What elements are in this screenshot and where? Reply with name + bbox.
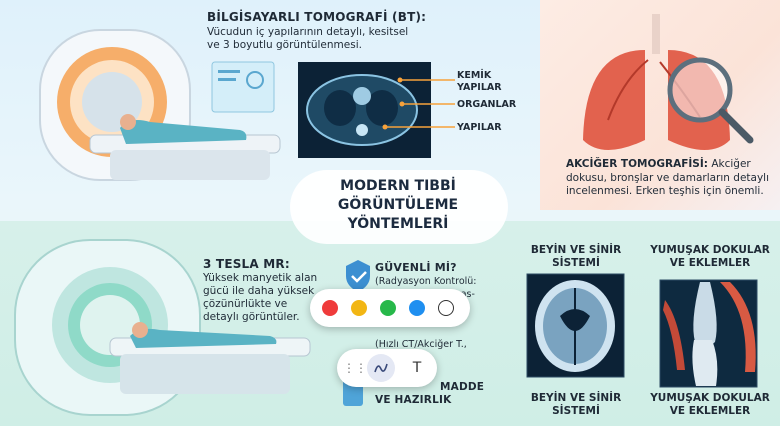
color-swatch-green[interactable]	[380, 300, 396, 316]
brain-title-line-1: BEYİN VE SİNİR	[530, 244, 622, 256]
safety-bottom-2: VE HAZIRLIK	[375, 394, 452, 406]
brain-title: BEYİN VE SİNİR SİSTEMİ	[520, 244, 632, 270]
soft-title: YUMUŞAK DOKULAR VE EKLEMLER	[648, 244, 772, 270]
soft-title-line-2: VE EKLEMLER	[669, 257, 751, 269]
pen-icon	[374, 363, 388, 373]
soft-bottom-title: YUMUŞAK DOKULAR VE EKLEMLER	[648, 392, 772, 418]
mr-desc-line-3: çözünürlükte ve	[203, 298, 288, 310]
brain-bottom-title: BEYİN VE SİNİR SİSTEMİ	[520, 392, 632, 418]
lung-desc-line-2: incelenmesi. Erken teşhis için önemli.	[566, 185, 764, 197]
pen-tool-button[interactable]	[367, 354, 395, 382]
safety-line-3: (Hızlı CT/Akciğer T.,	[375, 339, 467, 350]
safety-title: GÜVENLİ Mİ?	[375, 261, 457, 274]
lung-title-rest: Akciğer	[711, 158, 751, 170]
color-swatch-blue[interactable]	[409, 300, 425, 316]
brain-bottom-line-1: BEYİN VE SİNİR	[530, 392, 622, 404]
ct-label-kemik: KEMİK	[457, 70, 492, 81]
mr-desc-line-1: Yüksek manyetik alan	[203, 272, 318, 284]
drag-handle-icon[interactable]: ⋮⋮	[343, 361, 367, 375]
color-swatch-red[interactable]	[322, 300, 338, 316]
center-title-line-3: YÖNTEMLERİ	[347, 216, 449, 232]
center-title-line-1: MODERN TIBBİ	[340, 178, 456, 194]
mr-desc-line-4: detaylı görüntüler.	[203, 311, 300, 323]
mr-scanner-illustration	[14, 239, 311, 416]
ct-desc-line-1: Vücudun iç yapılarının detaylı, kesitsel	[207, 26, 409, 38]
soft-bottom-line-1: YUMUŞAK DOKULAR	[650, 392, 770, 404]
knee-scan-card	[659, 279, 758, 388]
ct-slice-image	[298, 62, 455, 158]
center-title: MODERN TIBBİ GÖRÜNTÜLEME YÖNTEMLERİ	[283, 177, 513, 234]
brain-scan-card	[526, 273, 625, 378]
mr-desc-line-2: gücü ile daha yüksek	[203, 285, 315, 297]
brain-bottom-line-2: SİSTEMİ	[552, 405, 600, 417]
lung-desc-line-1: dokusu, bronşlar ve damarların detaylı	[566, 172, 770, 184]
soft-bottom-line-2: VE EKLEMLER	[669, 405, 751, 417]
safety-bottom-1: MADDE	[440, 381, 485, 393]
drawing-tool-toolbar: ⋮⋮ T	[337, 349, 437, 387]
ct-monitor-illustration	[211, 61, 275, 113]
soft-title-line-1: YUMUŞAK DOKULAR	[650, 244, 770, 256]
ct-label-yapilar-1: YAPILAR	[457, 82, 502, 93]
safety-line-1: (Radyasyon Kontrolü:	[375, 276, 477, 287]
center-title-line-2: GÖRÜNTÜLEME	[337, 197, 459, 213]
ct-label-yapilar-2: YAPILAR	[457, 122, 502, 133]
center-banner	[290, 170, 508, 244]
color-picker-toolbar	[310, 289, 470, 327]
color-swatch-white[interactable]	[438, 300, 454, 316]
ct-label-organlar: ORGANLAR	[457, 99, 517, 110]
lung-title: AKCİĞER TOMOGRAFİSİ:	[566, 158, 708, 170]
lung-title-line: AKCİĞER TOMOGRAFİSİ: Akciğer	[566, 158, 751, 170]
ct-scanner-illustration	[39, 29, 281, 181]
lungs-illustration	[583, 14, 754, 150]
text-tool-button[interactable]: T	[412, 360, 422, 376]
ct-title: BİLGİSAYARLI TOMOGRAFİ (BT):	[207, 10, 427, 24]
color-swatch-yellow[interactable]	[351, 300, 367, 316]
ct-desc-line-2: ve 3 boyutlu görüntülenmesi.	[207, 39, 362, 51]
brain-title-line-2: SİSTEMİ	[552, 257, 600, 269]
mr-title: 3 TESLA MR:	[203, 257, 290, 271]
